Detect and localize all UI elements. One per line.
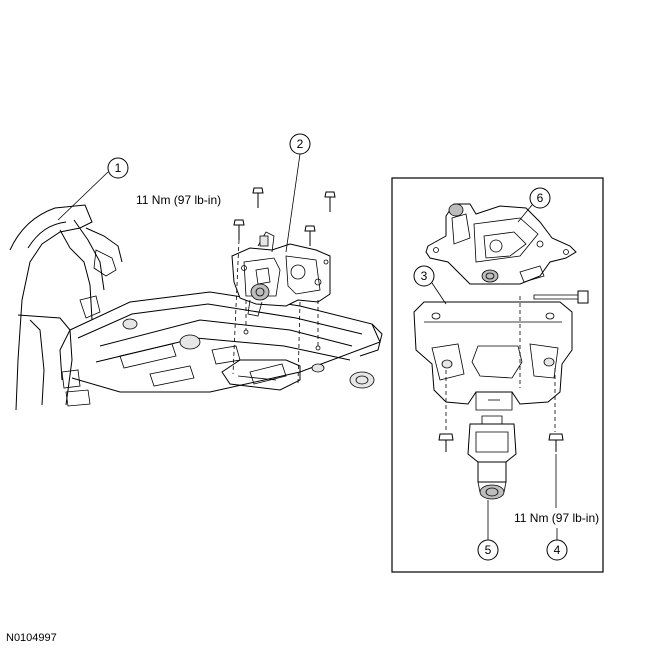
actuator-housing — [425, 203, 577, 285]
callout-6-label: 6 — [537, 191, 544, 205]
figure-reference: N0104997 — [6, 632, 57, 644]
callout-5-label: 5 — [485, 543, 492, 557]
mounting-bracket — [413, 290, 589, 411]
bracket-bolts — [438, 368, 564, 452]
callout-1: 1 — [57, 157, 129, 221]
callout-2: 2 — [285, 133, 311, 253]
callout-6: 6 — [517, 187, 551, 223]
callout-3: 3 — [413, 265, 447, 305]
latch-assembly — [231, 231, 331, 317]
callout-1-label: 1 — [115, 161, 122, 175]
torque-spec-left: 11 Nm (97 lb-in) — [136, 193, 221, 207]
callout-3-label: 3 — [421, 269, 428, 283]
lock-cylinder — [467, 415, 517, 500]
callout-5: 5 — [477, 500, 499, 561]
torque-spec-right: 11 Nm (97 lb-in) — [514, 511, 599, 525]
callout-2-label: 2 — [297, 137, 304, 151]
vehicle-body-illustration — [9, 204, 383, 411]
callout-4-label: 4 — [554, 543, 561, 557]
callout-4: 4 — [546, 454, 568, 561]
detail-frame — [391, 177, 604, 573]
latch-bolts — [232, 187, 336, 385]
